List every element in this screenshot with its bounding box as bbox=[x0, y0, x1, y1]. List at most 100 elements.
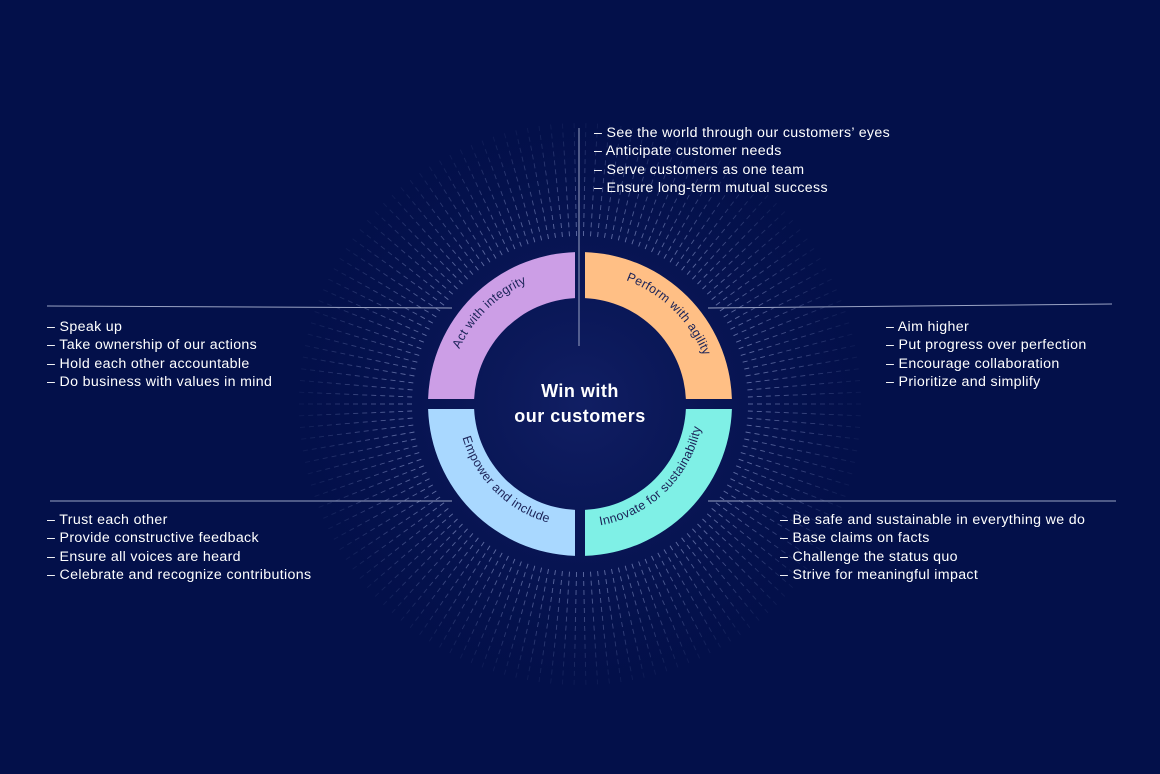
ray-dash bbox=[734, 297, 740, 302]
ray-dash bbox=[443, 189, 447, 195]
ray-dash bbox=[545, 577, 548, 583]
ray-dash bbox=[557, 606, 560, 612]
ray-dash bbox=[493, 549, 497, 555]
ray-dash bbox=[308, 425, 314, 428]
ray-dash bbox=[531, 648, 534, 654]
ray-dash bbox=[428, 320, 434, 324]
ray-dash bbox=[624, 565, 627, 571]
ray-dash bbox=[466, 207, 470, 212]
ray-dash bbox=[380, 490, 386, 494]
ray-dash bbox=[747, 343, 753, 347]
ray-dash bbox=[405, 325, 411, 329]
ray-dash bbox=[669, 157, 673, 163]
ray-dash bbox=[467, 227, 472, 233]
ray-dash bbox=[741, 235, 746, 240]
ray-dash bbox=[354, 431, 360, 433]
ray-dash bbox=[514, 205, 518, 211]
ray-dash bbox=[681, 537, 685, 543]
ray-dash bbox=[698, 256, 703, 261]
ray-dash bbox=[560, 222, 562, 229]
ray-dash bbox=[423, 279, 428, 284]
ray-dash bbox=[781, 473, 787, 477]
ray-dash bbox=[805, 527, 811, 532]
ray-dash bbox=[397, 482, 403, 486]
ray-dash bbox=[738, 458, 744, 462]
ray-dash bbox=[552, 151, 555, 157]
ray-dash bbox=[439, 160, 443, 166]
ray-dash bbox=[814, 485, 821, 488]
ray-dash bbox=[836, 505, 842, 508]
ray-dash bbox=[479, 190, 483, 196]
ray-dash bbox=[741, 187, 745, 192]
ray-dash bbox=[735, 194, 740, 199]
ray-dash bbox=[339, 320, 346, 323]
ray-dash bbox=[786, 485, 792, 489]
ray-dash bbox=[744, 523, 750, 528]
ray-dash bbox=[749, 479, 755, 483]
ray-dash bbox=[686, 608, 690, 614]
ray-dash bbox=[461, 199, 465, 205]
ray-dash bbox=[648, 567, 651, 572]
ray-dash bbox=[749, 454, 755, 458]
list-item: – Serve customers as one team bbox=[594, 161, 805, 178]
ray-dash bbox=[648, 187, 651, 194]
ray-dash bbox=[711, 593, 716, 599]
ray-dash bbox=[657, 250, 661, 256]
ray-dash bbox=[535, 630, 538, 636]
ray-dash bbox=[730, 478, 736, 482]
ray-dash bbox=[640, 663, 643, 669]
ray-dash bbox=[412, 493, 418, 497]
ray-dash bbox=[366, 447, 372, 450]
ray-dash bbox=[388, 298, 394, 302]
ray-dash bbox=[391, 371, 397, 374]
ray-dash bbox=[458, 212, 462, 217]
ray-dash bbox=[481, 169, 484, 175]
ray-dash bbox=[678, 210, 682, 216]
ray-dash bbox=[709, 536, 714, 541]
ray-dash bbox=[651, 227, 655, 233]
ray-dash bbox=[840, 311, 846, 314]
ray-dash bbox=[626, 602, 629, 608]
ray-dash bbox=[731, 495, 736, 499]
ray-dash bbox=[423, 588, 428, 594]
ray-dash bbox=[677, 230, 681, 236]
ray-dash bbox=[326, 424, 332, 426]
ray-dash bbox=[611, 568, 613, 574]
ray-dash bbox=[663, 549, 667, 555]
ray-dash bbox=[359, 347, 366, 350]
ray-dash bbox=[608, 596, 610, 602]
ray-dash bbox=[503, 632, 507, 638]
ray-dash bbox=[377, 454, 383, 457]
list-item: – See the world through our customers’ e… bbox=[594, 125, 891, 141]
ray-dash bbox=[711, 508, 716, 512]
ray-dash bbox=[484, 148, 488, 154]
ray-dash bbox=[621, 622, 623, 628]
ray-dash bbox=[802, 551, 807, 555]
ray-dash bbox=[795, 243, 801, 248]
ray-dash bbox=[552, 142, 554, 148]
ray-dash bbox=[307, 333, 313, 336]
ray-dash bbox=[741, 329, 747, 333]
ray-dash bbox=[453, 598, 457, 604]
ray-dash bbox=[760, 257, 766, 261]
ray-dash bbox=[482, 553, 486, 558]
ray-dash bbox=[545, 225, 548, 231]
ray-dash bbox=[348, 322, 354, 326]
ray-dash bbox=[734, 575, 739, 580]
ray-dash bbox=[433, 174, 438, 179]
ray-dash bbox=[543, 586, 546, 592]
ray-dash bbox=[821, 465, 827, 468]
ray-dash bbox=[493, 253, 497, 259]
ray-dash bbox=[475, 537, 479, 543]
ray-dash bbox=[713, 284, 719, 289]
ray-dash bbox=[362, 272, 368, 276]
ray-dash bbox=[703, 554, 708, 559]
ray-dash bbox=[682, 202, 686, 208]
ray-dash bbox=[826, 434, 833, 437]
ray-dash bbox=[796, 575, 801, 579]
ray-dash bbox=[392, 310, 398, 314]
ray-dash bbox=[730, 201, 734, 206]
ray-dash bbox=[605, 651, 608, 657]
ray-dash bbox=[818, 330, 824, 333]
ray-dash bbox=[631, 239, 634, 245]
